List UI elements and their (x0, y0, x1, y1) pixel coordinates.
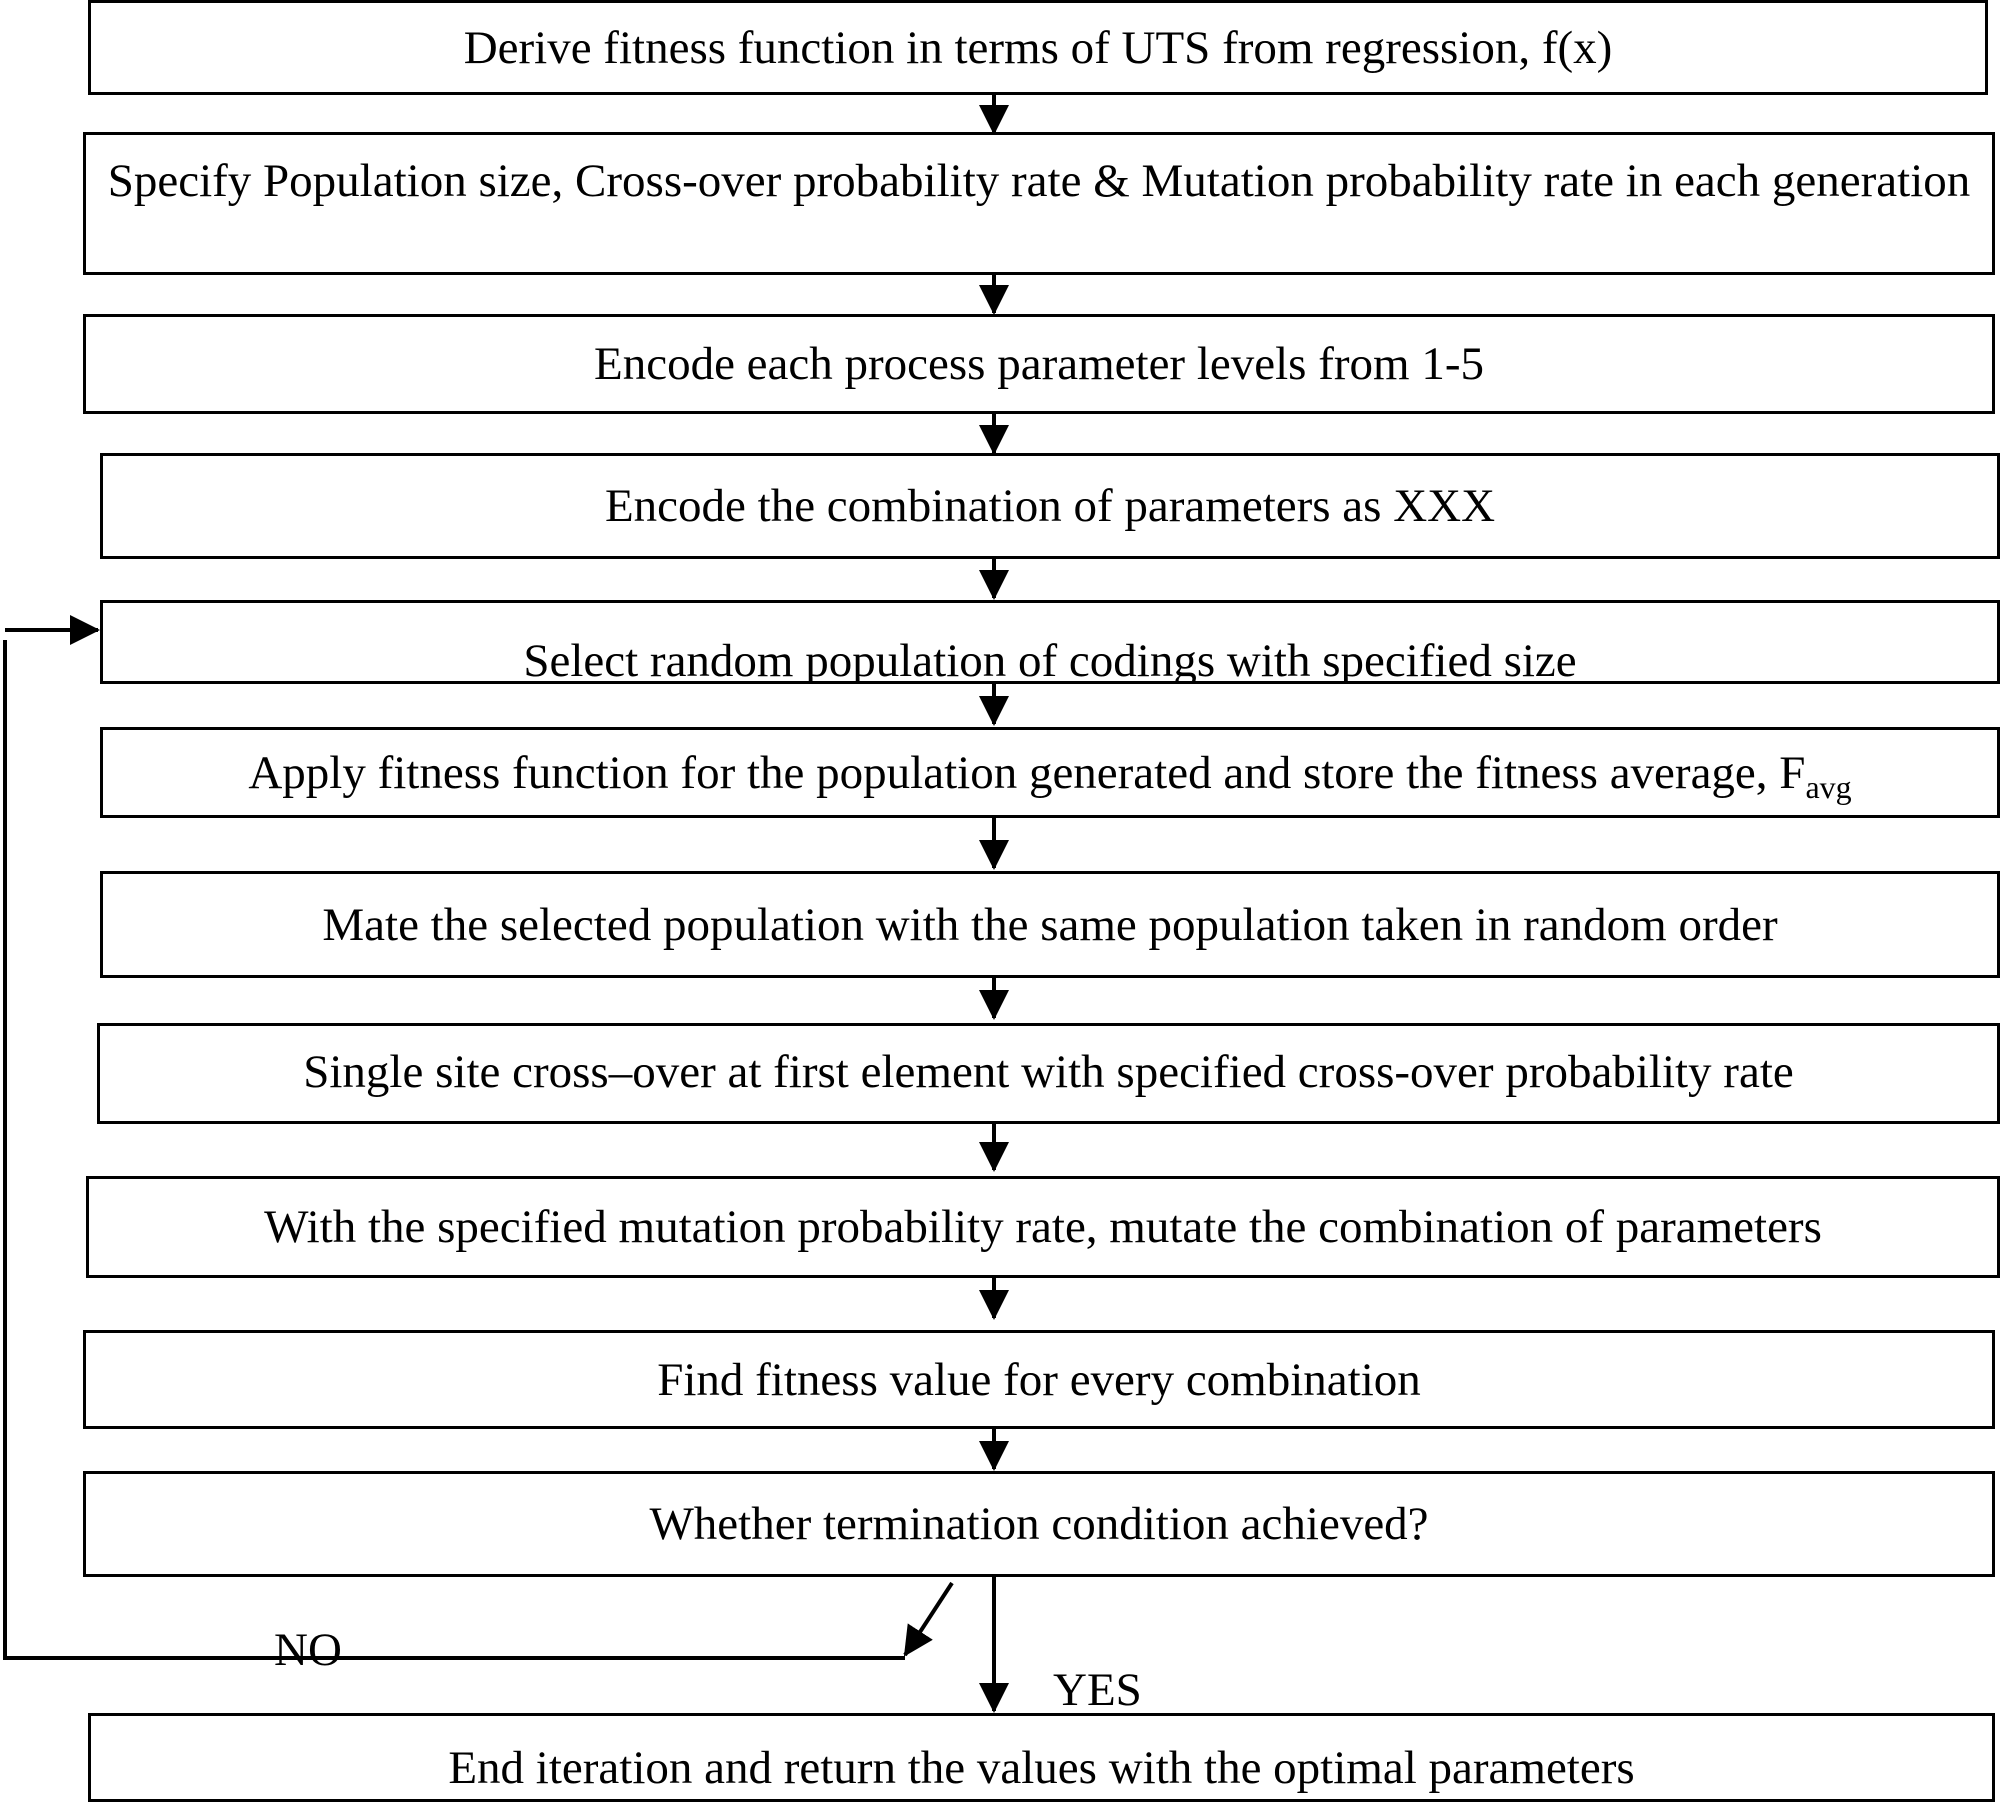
step-termination-check: Whether termination condition achieved? (83, 1471, 1995, 1577)
step-label: End iteration and return the values with… (448, 1742, 1635, 1794)
step-derive-fitness-function: Derive fitness function in terms of UTS … (88, 0, 1988, 95)
step-label-subscript: avg (1805, 768, 1852, 805)
step-label: Encode each process parameter levels fro… (594, 338, 1484, 390)
branch-label-no: NO (274, 1624, 342, 1676)
step-label: Find fitness value for every combination (657, 1353, 1421, 1406)
step-single-site-crossover: Single site cross–over at first element … (97, 1023, 2000, 1124)
step-label: Whether termination condition achieved? (649, 1498, 1429, 1550)
step-label: Specify Population size, Cross-over prob… (107, 155, 1971, 207)
step-specify-population: Specify Population size, Cross-over prob… (83, 132, 1995, 275)
step-label: Mate the selected population with the sa… (322, 898, 1778, 951)
step-label: Select random population of codings with… (523, 635, 1577, 684)
step-label: Apply fitness function for the populatio… (248, 743, 1851, 803)
step-label: Derive fitness function in terms of UTS … (463, 21, 1613, 74)
arrow-no-branch-diagonal (903, 1581, 954, 1657)
step-mutate-combination: With the specified mutation probability … (86, 1176, 2000, 1278)
step-mate-population: Mate the selected population with the sa… (100, 871, 2000, 978)
step-label-main: Apply fitness function for the populatio… (248, 746, 1806, 799)
step-encode-combination: Encode the combination of parameters as … (100, 453, 2000, 559)
step-label: With the specified mutation probability … (264, 1201, 1822, 1253)
step-select-random-population: Select random population of codings with… (100, 600, 2000, 684)
step-find-fitness-value: Find fitness value for every combination (83, 1330, 1995, 1429)
step-encode-parameter-levels: Encode each process parameter levels fro… (83, 314, 1995, 414)
step-end-iteration: End iteration and return the values with… (88, 1713, 1995, 1802)
step-label: Single site cross–over at first element … (303, 1046, 1794, 1098)
branch-label-yes: YES (1053, 1664, 1142, 1716)
step-label: Encode the combination of parameters as … (604, 480, 1496, 532)
step-apply-fitness-function: Apply fitness function for the populatio… (100, 727, 2000, 818)
no-branch-loop-line (3, 640, 905, 1660)
